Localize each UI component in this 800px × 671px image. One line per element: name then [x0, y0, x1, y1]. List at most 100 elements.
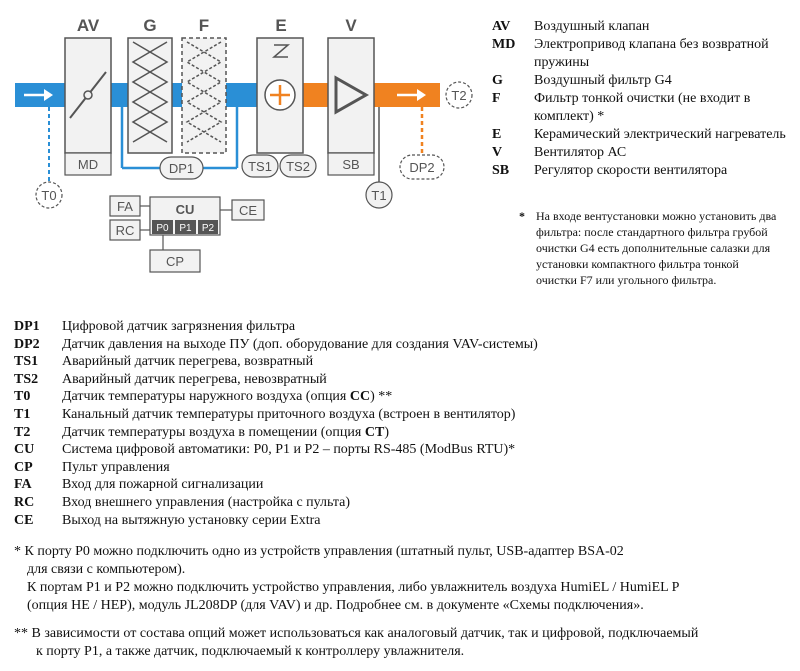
legend-row-g: G Воздушный фильтр G4	[492, 72, 792, 90]
legend-row-md: MD Электропривод клапана без возвратной п…	[492, 36, 792, 72]
legend-text: Пульт управления	[62, 459, 170, 475]
cu-label: CU	[176, 202, 195, 217]
supply-arrow-icon	[397, 89, 426, 101]
dp1-label: DP1	[169, 161, 194, 176]
intake-arrow-icon	[24, 89, 53, 101]
rc-box	[109, 219, 141, 241]
legend-abbr: G	[492, 73, 503, 88]
legend-abbr: DP2	[14, 336, 40, 352]
filter-g4	[127, 37, 173, 154]
md-label: MD	[78, 157, 98, 172]
legend-text-post: )	[384, 424, 389, 440]
legend-text: Воздушный фильтр G4	[534, 73, 672, 88]
dp1-sensor	[159, 156, 204, 180]
control-section: FA RC CU P0 P1 P2 CE CP	[109, 195, 265, 273]
sb-box	[327, 152, 375, 176]
legend-text: Воздушный клапан	[534, 19, 650, 34]
t2-label: T2	[451, 88, 466, 103]
note-text: На входе вентустановки можно установить …	[536, 209, 777, 287]
legend-abbr: CU	[14, 442, 35, 458]
legend-top: AV Воздушный клапан MD Электропривод клапа…	[492, 18, 792, 180]
legend-abbr: FA	[14, 477, 32, 493]
footnotes: * К порту P0 можно подключить одно из ус…	[14, 543, 794, 661]
legend-text: Датчик температуры наружного воздуха (оп…	[62, 388, 392, 406]
legend-row-t1: T1 Канальный датчик температуры приточног…	[14, 406, 794, 424]
legend-text: Выход на вытяжную установку серии Extra	[62, 512, 321, 528]
legend-abbr: T0	[14, 389, 31, 405]
legend-row-t2: T2 Датчик температуры воздуха в помещении…	[14, 424, 794, 442]
note-star: *	[519, 209, 525, 223]
option-code: CC	[349, 389, 371, 405]
rc-label: RC	[116, 223, 135, 238]
legend-text: Вход внешнего управления (настройка с пу…	[62, 494, 351, 510]
legend-text: Регулятор скорости вентилятора	[534, 163, 728, 178]
cp-box	[149, 249, 201, 273]
t0-sensor	[35, 181, 63, 209]
legend-text: Керамический электрический нагреватель	[534, 127, 786, 142]
legend-row-av: AV Воздушный клапан	[492, 18, 792, 36]
legend-abbr: MD	[492, 37, 516, 52]
block-label-g: G	[143, 16, 156, 35]
legend-abbr: AV	[492, 19, 511, 34]
port-p0	[152, 220, 173, 234]
block-label-f: F	[199, 16, 209, 35]
ts1-sensor	[241, 154, 279, 178]
legend-text: Аварийный датчик перегрева, невозвратный	[62, 371, 327, 387]
legend-text: Вентилятор АС	[534, 145, 627, 160]
legend-abbr: T2	[14, 424, 31, 440]
md-box	[64, 152, 112, 176]
legend-row-rc: RC Вход внешнего управления (настройка с …	[14, 494, 794, 512]
cp-label: CP	[166, 254, 184, 269]
footnote-1-line-1: * К порту P0 можно подключить одно из ус…	[14, 544, 624, 559]
legend-row-t0: T0 Датчик температуры наружного воздуха (…	[14, 388, 794, 406]
legend-text: Канальный датчик температуры приточного …	[62, 406, 516, 422]
legend-abbr: RC	[14, 494, 35, 510]
legend-text: Датчик температуры воздуха в помещении (…	[62, 424, 389, 442]
legend-row-dp2: DP2 Датчик давления на выходе ПУ (доп. об…	[14, 336, 794, 354]
t2-sensor	[445, 81, 473, 109]
legend-abbr: F	[492, 91, 501, 106]
t0-label: T0	[41, 188, 56, 203]
block-label-e: E	[275, 16, 286, 35]
legend-text: Фильтр тонкой очистки (не входит в компл…	[534, 91, 751, 124]
legend-row-f: F Фильтр тонкой очистки (не входит в комп…	[492, 90, 792, 126]
port-p2-label: P2	[202, 223, 215, 234]
legend-abbr: T1	[14, 406, 31, 422]
legend-text: Электропривод клапана без возвратной пру…	[534, 37, 769, 70]
legend-abbr: TS2	[14, 371, 39, 387]
ts2-label: TS2	[286, 159, 310, 174]
legend-abbr: CE	[14, 512, 34, 528]
dp2-sensor	[399, 154, 445, 180]
footnote-1-line-3: К портам P1 и P2 можно подключить устрой…	[27, 580, 680, 595]
pressure-lines	[120, 107, 239, 170]
fine-filter-f	[181, 37, 227, 154]
legend-text-pre: Датчик температуры воздуха в помещении (…	[62, 424, 365, 440]
block-label-av: AV	[77, 16, 100, 35]
legend-text-pre: Датчик температуры наружного воздуха (оп…	[62, 389, 350, 405]
fa-label: FA	[117, 199, 133, 214]
port-p0-label: P0	[156, 223, 169, 234]
ts1-label: TS1	[248, 159, 272, 174]
fan-triangle-icon	[334, 75, 370, 115]
legend-abbr: DP1	[14, 319, 40, 334]
lightning-icon	[271, 44, 291, 58]
footnote-2-line-1: ** В зависимости от состава опций может …	[14, 626, 699, 641]
legend-abbr: V	[492, 145, 503, 160]
block-label-v: V	[345, 16, 357, 35]
fa-box	[109, 195, 141, 217]
filter-note: * На входе вентустановки можно установит…	[519, 208, 781, 288]
legend-row-ce: CE Выход на вытяжную установку серии Extr…	[14, 512, 794, 530]
legend-text-post: ) **	[370, 389, 393, 405]
port-p2	[198, 220, 218, 234]
legend-row-v: V Вентилятор АС	[492, 144, 792, 162]
legend-text: Датчик давления на выходе ПУ (доп. обору…	[62, 336, 538, 352]
ventilation-schematic: AV G F E V MD DP1 TS1 TS2 SB DP2 T0	[15, 16, 473, 273]
legend-row-ts2: TS2 Аварийный датчик перегрева, невозврат…	[14, 371, 794, 389]
dp2-label: DP2	[409, 160, 434, 175]
ce-box	[231, 199, 265, 221]
